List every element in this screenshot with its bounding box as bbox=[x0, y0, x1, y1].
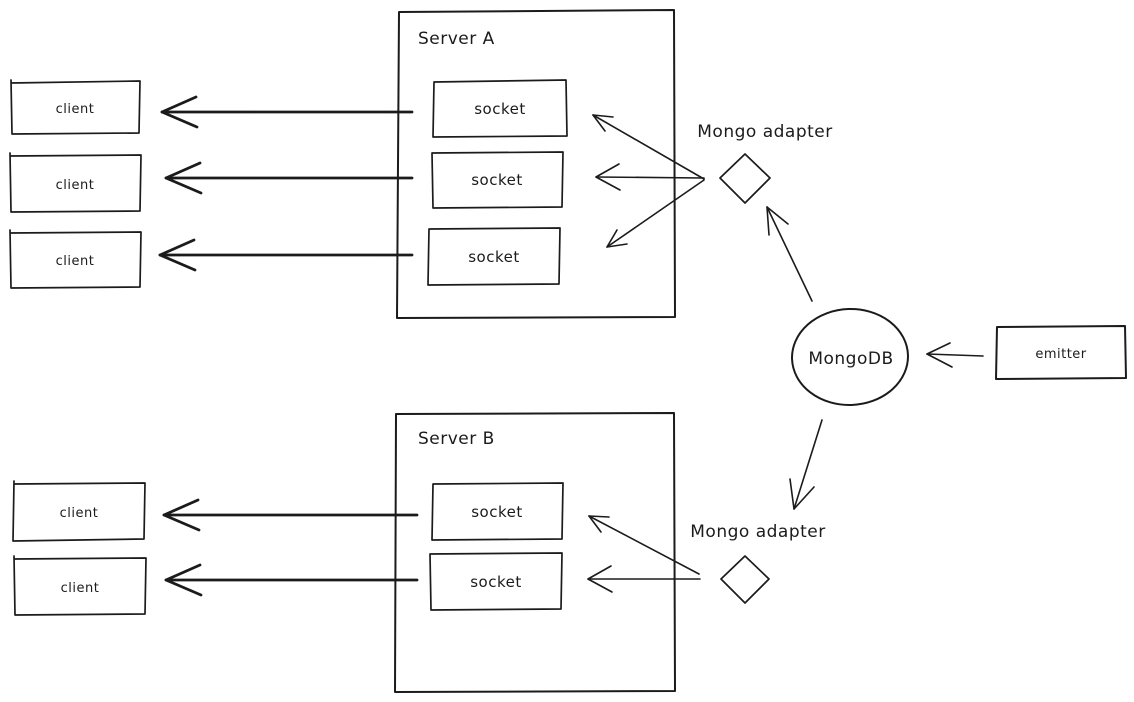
arrow-server-a-to-client-1 bbox=[160, 95, 414, 129]
arrow-server-b-to-client-2 bbox=[164, 563, 419, 597]
client-label-bottom-1: client bbox=[60, 506, 99, 521]
server-b-title: Server B bbox=[418, 429, 495, 449]
server-b-socket-label-1: socket bbox=[471, 503, 523, 521]
arrow-emitter-to-mongodb bbox=[926, 342, 984, 368]
server-a-box bbox=[396, 9, 676, 319]
arrow-server-a-to-client-2 bbox=[164, 161, 414, 195]
server-a-title: Server A bbox=[418, 29, 495, 49]
client-label-top-2: client bbox=[56, 178, 95, 193]
arrow-adapter-bottom-to-socket-2 bbox=[587, 565, 701, 593]
mongodb-label: MongoDB bbox=[808, 349, 893, 369]
server-b-socket-label-2: socket bbox=[470, 573, 522, 591]
client-label-bottom-2: client bbox=[61, 581, 100, 596]
server-b-box bbox=[394, 412, 676, 693]
emitter-box bbox=[995, 325, 1127, 380]
mongo-adapter-top-diamond bbox=[719, 153, 771, 204]
mongodb-circle bbox=[791, 307, 909, 407]
arrow-adapter-top-to-socket-1 bbox=[592, 114, 705, 180]
server-a-socket-label-1: socket bbox=[474, 100, 526, 118]
client-box-top-3 bbox=[9, 229, 142, 289]
server-b-socket-box-2 bbox=[429, 552, 563, 611]
server-a-socket-label-3: socket bbox=[468, 248, 520, 266]
arrow-mongodb-to-adapter-top bbox=[766, 206, 813, 302]
arrow-adapter-top-to-socket-3 bbox=[606, 179, 705, 248]
server-a-socket-box-2 bbox=[431, 151, 564, 209]
mongo-adapter-bottom-label: Mongo adapter bbox=[690, 522, 825, 542]
server-a-socket-box-3 bbox=[427, 227, 561, 286]
server-a-socket-box-1 bbox=[432, 79, 568, 138]
client-label-top-1: client bbox=[56, 102, 95, 117]
arrow-mongodb-to-adapter-bottom bbox=[789, 419, 823, 510]
client-box-bottom-1 bbox=[12, 480, 146, 542]
arrow-server-b-to-client-1 bbox=[162, 498, 419, 532]
server-a-socket-label-2: socket bbox=[471, 171, 523, 189]
arrow-adapter-bottom-to-socket-1 bbox=[588, 515, 700, 575]
arrow-server-a-to-client-3 bbox=[158, 238, 414, 272]
mongo-adapter-top-label: Mongo adapter bbox=[697, 122, 832, 142]
client-box-top-2 bbox=[9, 152, 142, 213]
server-b-socket-box-1 bbox=[431, 482, 564, 541]
client-box-top-1 bbox=[10, 79, 141, 135]
client-box-bottom-2 bbox=[13, 555, 147, 616]
client-label-top-3: client bbox=[56, 254, 95, 269]
emitter-label: emitter bbox=[1035, 347, 1086, 362]
arrow-adapter-top-to-socket-2 bbox=[595, 163, 705, 191]
mongo-adapter-bottom-diamond bbox=[720, 555, 770, 604]
